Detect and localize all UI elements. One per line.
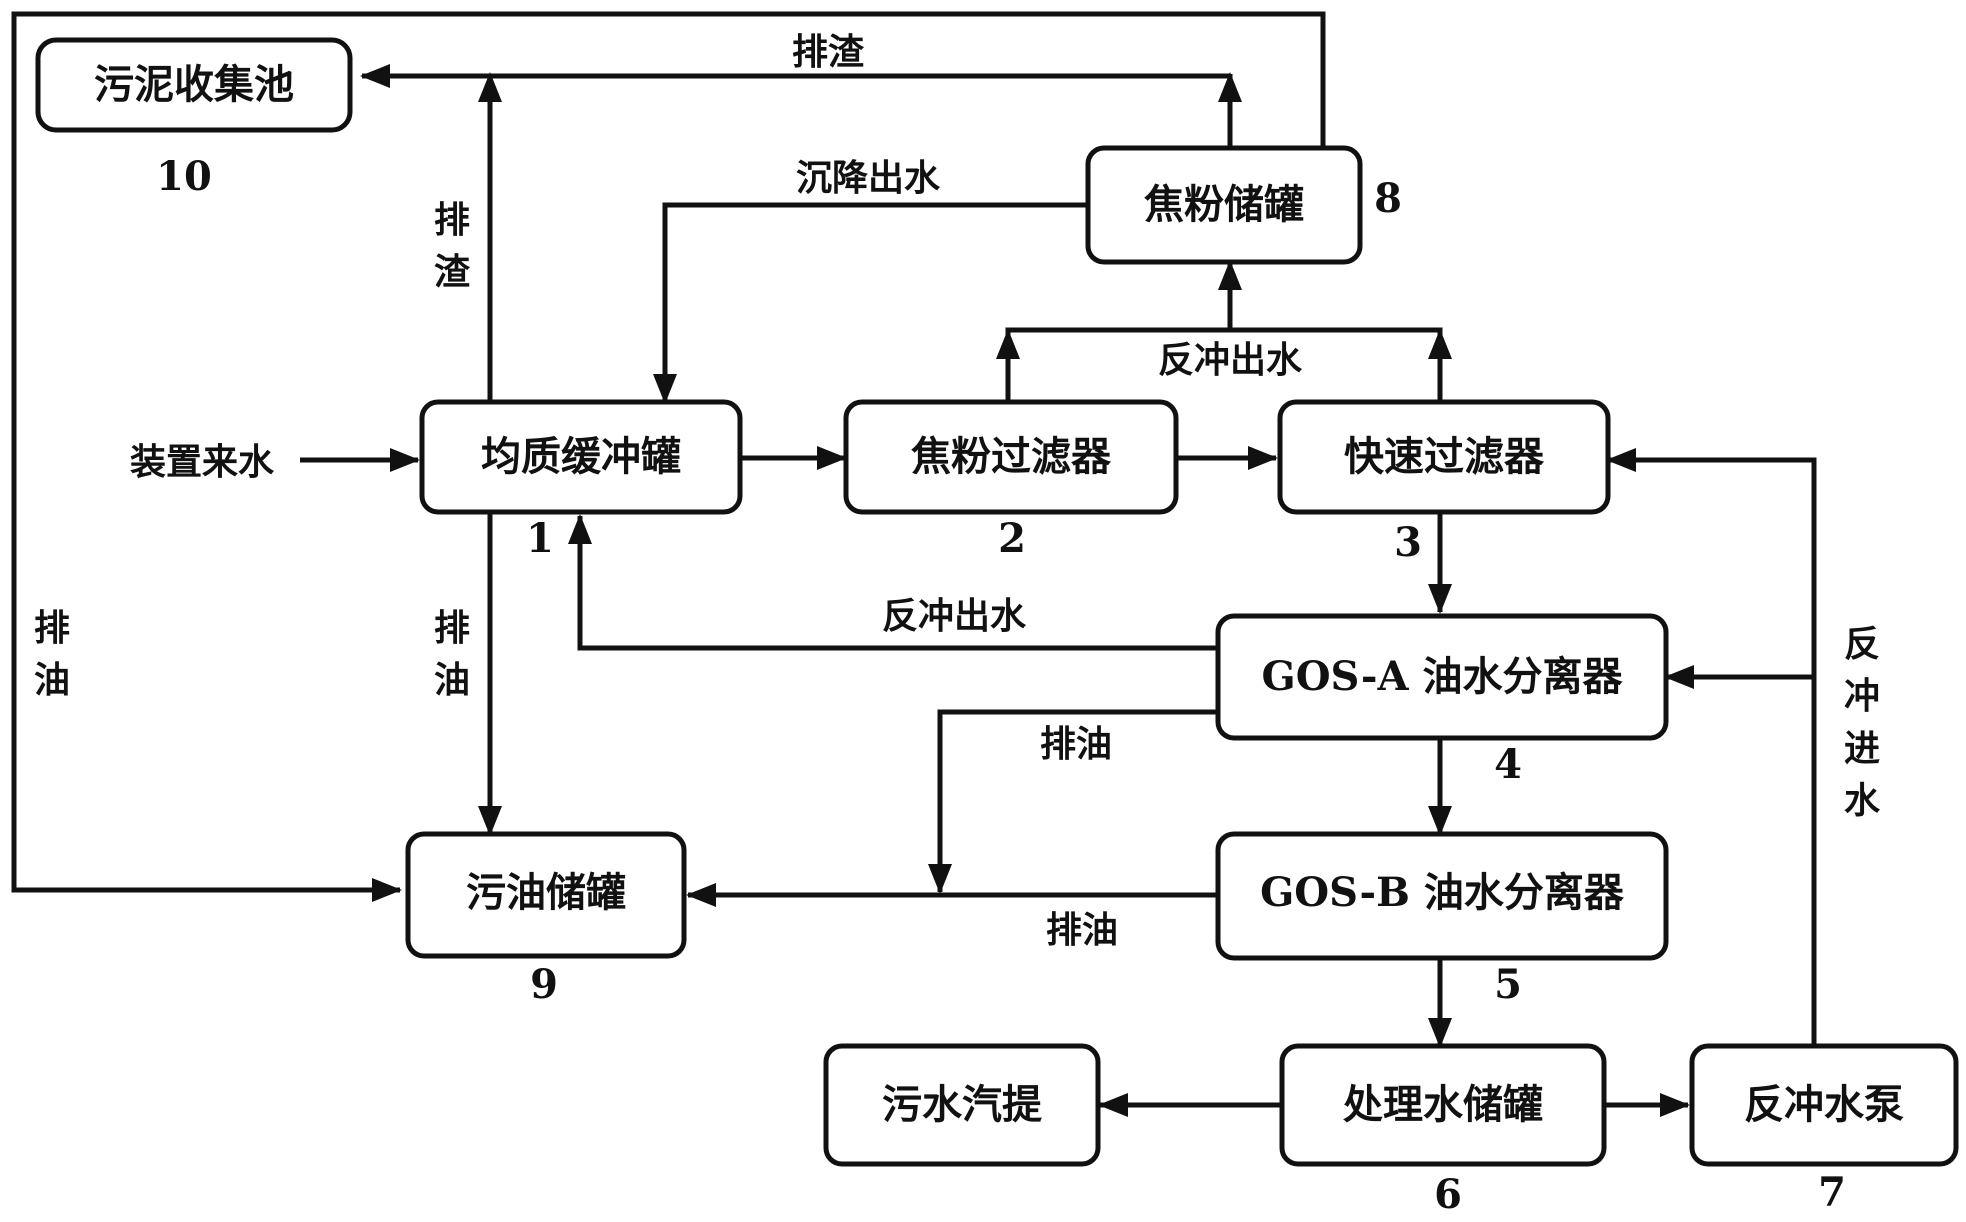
box-b8: 焦粉储罐 8 bbox=[1085, 145, 1402, 265]
vertical-glyph: 反 bbox=[1844, 623, 1880, 665]
box-b11: 污水汽提 bbox=[823, 1043, 1101, 1167]
b5-label: GOS-B 油水分离器 bbox=[1260, 869, 1625, 916]
b7-number: 7 bbox=[1818, 1169, 1846, 1216]
b6-number: 6 bbox=[1434, 1171, 1462, 1218]
b3-number: 3 bbox=[1394, 519, 1422, 566]
arrow-b7-backwash-to-b3 bbox=[1606, 448, 1817, 1046]
b1-number: 1 bbox=[526, 515, 554, 562]
b2-label: 焦粉过滤器 bbox=[911, 433, 1112, 480]
vertical-glyph: 冲 bbox=[1844, 675, 1880, 717]
flow-top-slag: 排渣 bbox=[792, 31, 865, 73]
b5-number: 5 bbox=[1494, 961, 1522, 1008]
flow-oil-left: 排油 bbox=[34, 607, 70, 701]
arrow-b4-oil bbox=[928, 709, 1218, 894]
connectors bbox=[11, 11, 1817, 1117]
box-b2: 焦粉过滤器 2 bbox=[843, 399, 1179, 562]
arrow-b8-slag-to-b10 bbox=[11, 11, 1326, 902]
vertical-glyph: 水 bbox=[1844, 780, 1881, 822]
arrow-settle-water-to-b1 bbox=[653, 202, 1088, 404]
flow-backwash-out-mid: 反冲出水 bbox=[882, 595, 1027, 637]
vertical-glyph: 排 bbox=[434, 199, 470, 241]
box-b9: 污油储罐 9 bbox=[405, 831, 687, 1008]
flow-oil-b5: 排油 bbox=[1046, 909, 1118, 951]
b9-number: 9 bbox=[530, 961, 558, 1008]
arrow-b4-backwash-to-b1 bbox=[568, 514, 1218, 651]
b9-label: 污油储罐 bbox=[466, 869, 626, 916]
b4-number: 4 bbox=[1494, 741, 1522, 788]
flow-b1-slag: 排渣 bbox=[434, 199, 471, 293]
box-b5: GOS-B 油水分离器 5 bbox=[1215, 831, 1669, 1008]
box-b6: 处理水储罐 6 bbox=[1279, 1043, 1607, 1218]
vertical-glyph: 进 bbox=[1844, 727, 1880, 769]
b8-number: 8 bbox=[1374, 175, 1402, 222]
b2-number: 2 bbox=[998, 515, 1026, 562]
b10-label: 污泥收集池 bbox=[94, 61, 294, 108]
flow-backwash-in: 反冲进水 bbox=[1844, 623, 1881, 822]
b8-label: 焦粉储罐 bbox=[1144, 181, 1304, 228]
b11-label: 污水汽提 bbox=[882, 1081, 1042, 1128]
box-b7: 反冲水泵 7 bbox=[1689, 1043, 1959, 1216]
b4-label: GOS-A 油水分离器 bbox=[1262, 653, 1624, 700]
box-b1: 均质缓冲罐 1 bbox=[419, 399, 743, 562]
vertical-glyph: 油 bbox=[34, 659, 70, 701]
box-b3: 快速过滤器 3 bbox=[1277, 399, 1611, 566]
vertical-glyph: 渣 bbox=[434, 251, 471, 293]
vertical-glyph: 排 bbox=[34, 607, 70, 649]
b3-label: 快速过滤器 bbox=[1344, 433, 1545, 480]
b6-label: 处理水储罐 bbox=[1343, 1081, 1543, 1128]
b10-number: 10 bbox=[156, 153, 212, 200]
box-b10: 污泥收集池 10 bbox=[35, 37, 353, 200]
vertical-glyph: 排 bbox=[434, 607, 470, 649]
flow-labels: 装置来水 排渣 沉降出水 反冲出水 反冲出水 排油 排油 排渣 排油 排油 反冲… bbox=[34, 31, 1881, 951]
flow-inlet: 装置来水 bbox=[130, 441, 275, 483]
b7-label: 反冲水泵 bbox=[1744, 1081, 1904, 1128]
box-b4: GOS-A 油水分离器 4 bbox=[1215, 613, 1669, 788]
flow-oil-b4: 排油 bbox=[1040, 723, 1112, 765]
flow-settle-water: 沉降出水 bbox=[796, 157, 941, 199]
b1-label: 均质缓冲罐 bbox=[481, 433, 681, 480]
flow-oil-b1: 排油 bbox=[434, 607, 470, 701]
vertical-glyph: 油 bbox=[434, 659, 470, 701]
flow-backwash-out-top: 反冲出水 bbox=[1158, 339, 1303, 381]
